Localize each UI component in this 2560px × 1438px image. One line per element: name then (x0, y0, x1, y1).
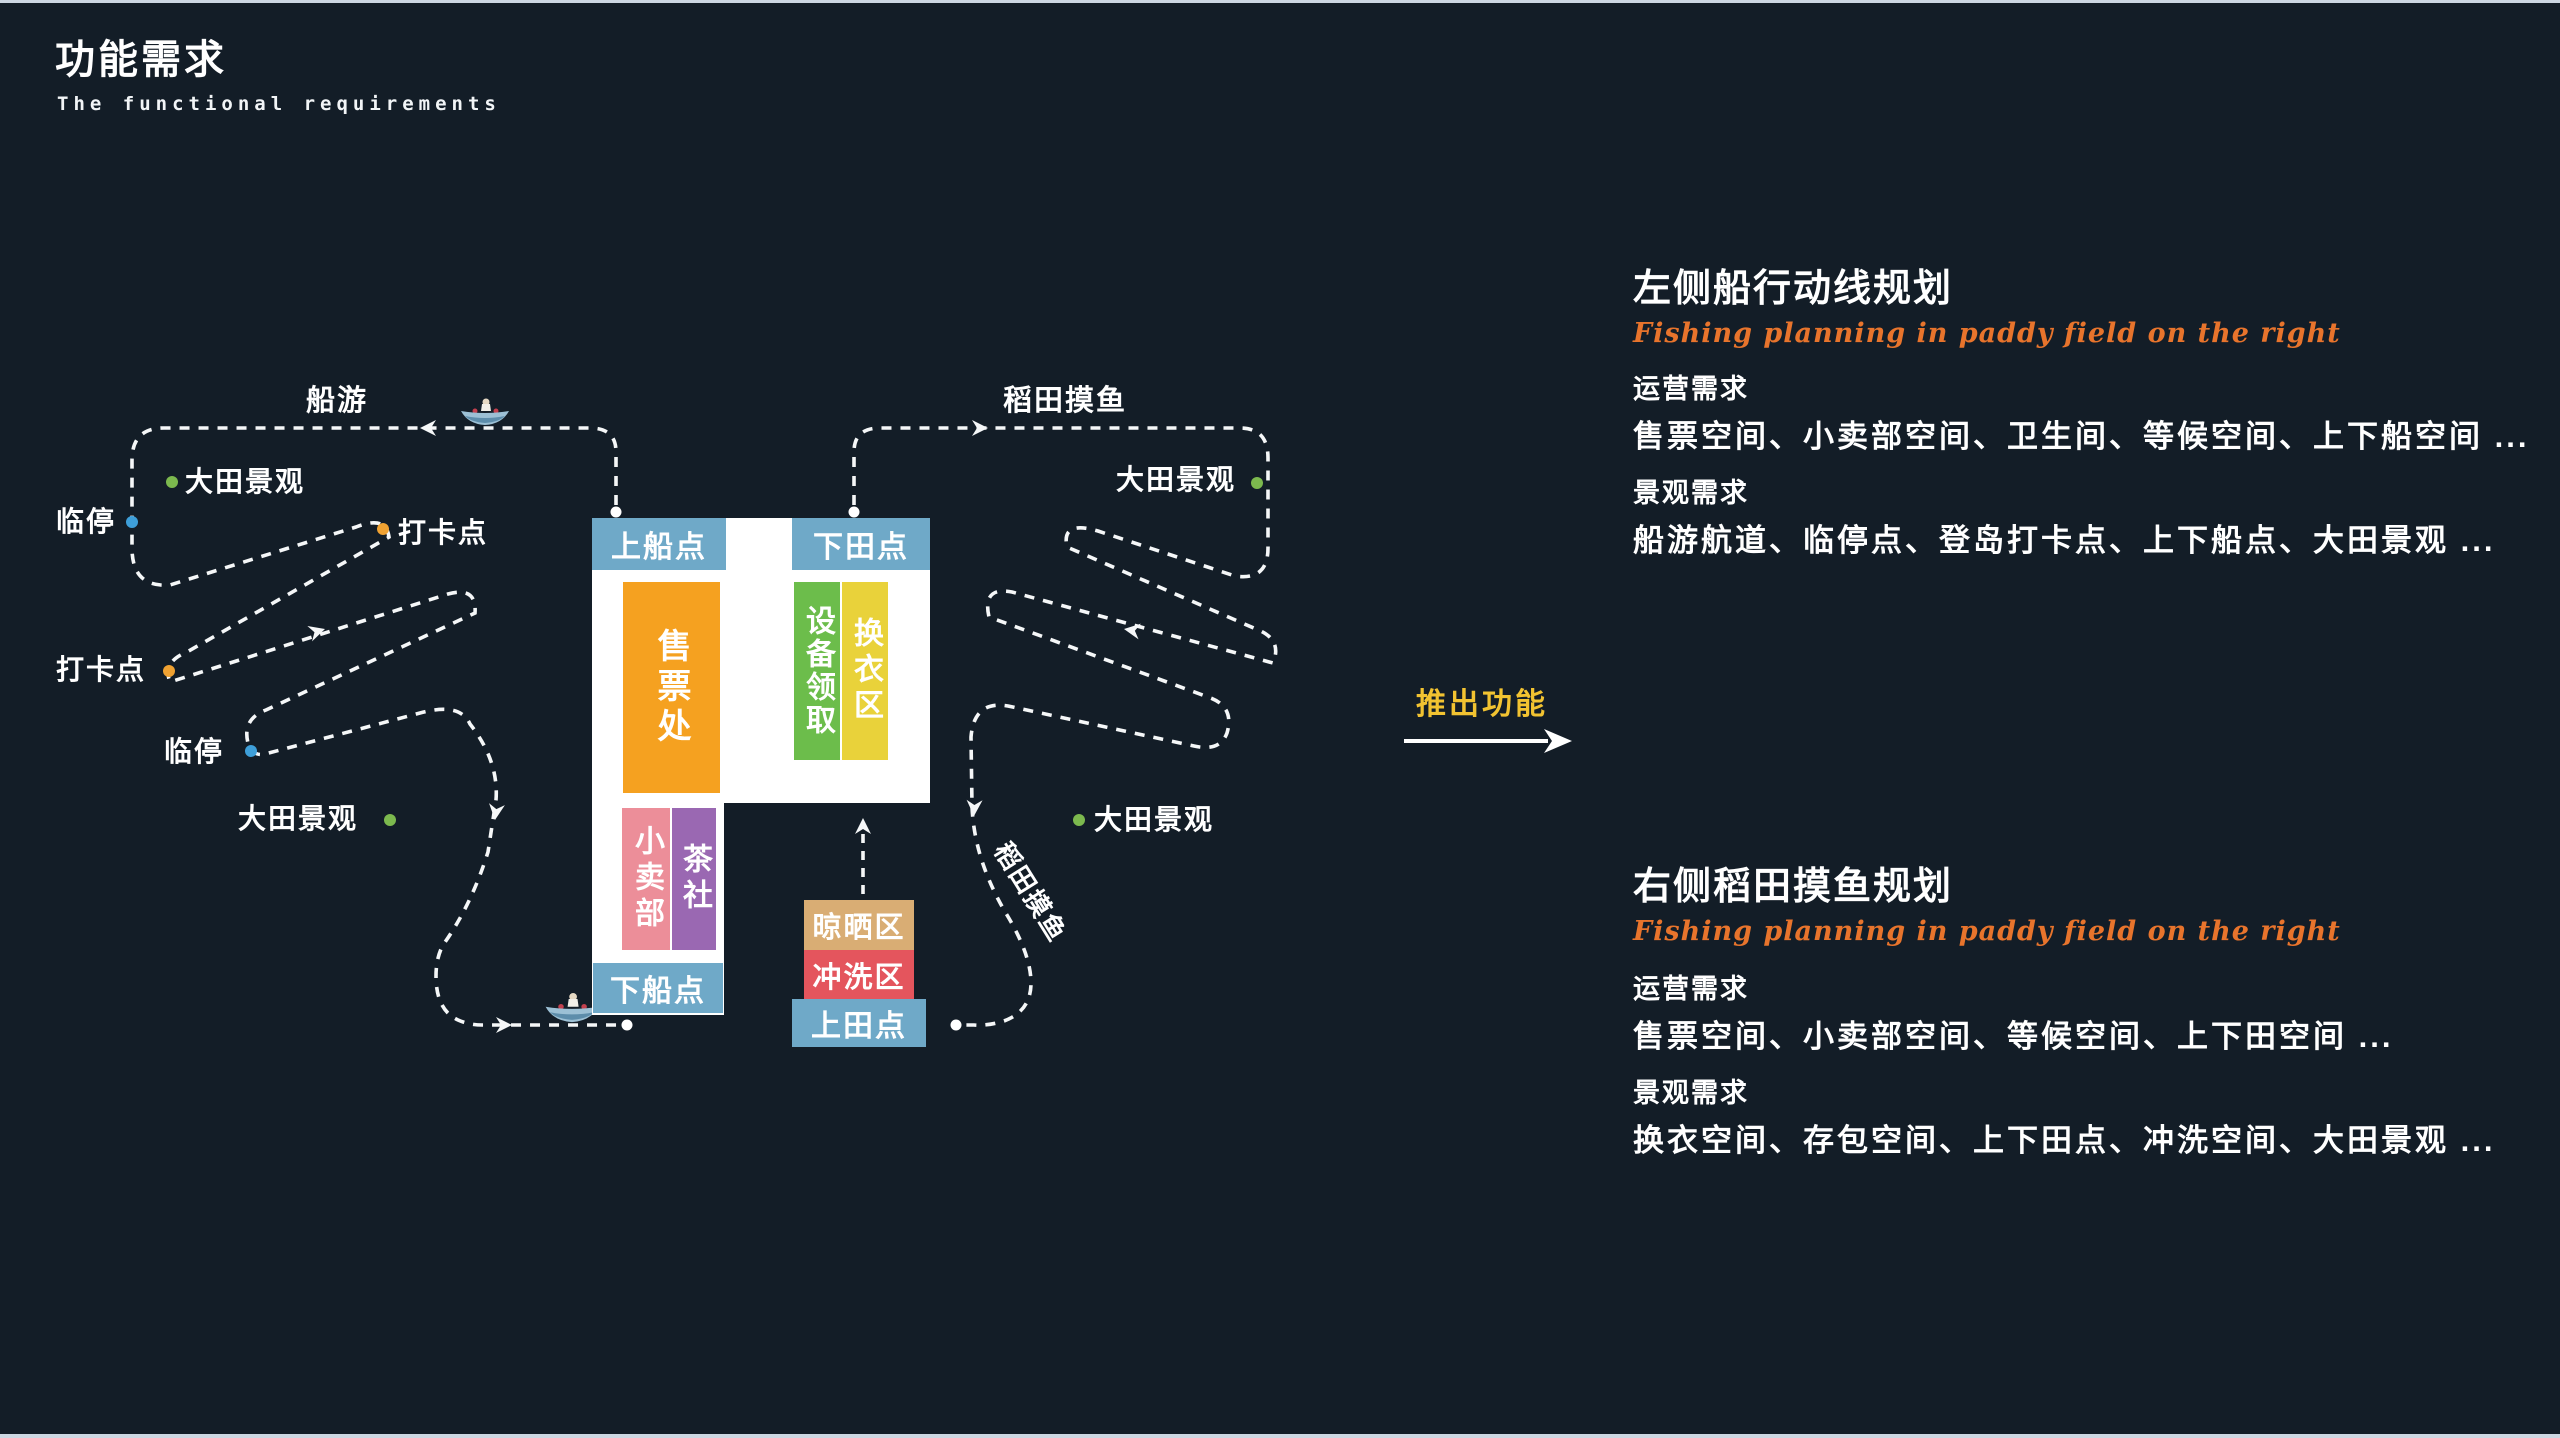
boat-route-path (130, 426, 620, 1027)
paddy-route-label: 稻田摸鱼 (1002, 385, 1127, 417)
temp-stop-label: 临停 (164, 736, 225, 767)
panel2-subtitle: Fishing planning in paddy field on the r… (1633, 916, 2341, 947)
arrow-down-icon (487, 803, 505, 821)
route-node-dot (621, 1019, 633, 1031)
deboard-point-block: 下船点 (593, 963, 723, 1013)
panel1-landscape-heading: 景观需求 (1633, 478, 1749, 508)
changing-area-block: 换衣区 (842, 582, 888, 760)
arrow-right-icon (496, 1017, 512, 1033)
arrow-ne-icon (307, 621, 328, 642)
panel1-title: 左侧船行动线规划 (1633, 268, 1954, 310)
ticket-office-block: 售票处 (623, 582, 720, 793)
checkin-label: 打卡点 (56, 654, 147, 685)
field-view-label: 大田景观 (238, 803, 359, 834)
field-view-label: 大田景观 (185, 466, 306, 497)
boat-route-label: 船游 (305, 385, 368, 417)
checkin-dot (377, 523, 389, 535)
temp-stop-label: 临停 (56, 506, 117, 537)
drying-area-block: 晾晒区 (804, 900, 914, 950)
route-node-dot (610, 506, 622, 518)
arrow-down-icon (966, 799, 983, 817)
field-view-dot (1073, 814, 1085, 826)
panel2-title: 右侧稻田摸鱼规划 (1633, 866, 1954, 908)
route-node-dot (848, 506, 860, 518)
equipment-pickup-block: 设备领取 (794, 582, 840, 760)
enter-field-point-block: 下田点 (792, 518, 930, 570)
paddy-route-label-rotated: 稻田摸鱼 (988, 836, 1074, 948)
panel2-ops-items: 售票空间、小卖部空间、等候空间、上下田空间 ... (1633, 1019, 2394, 1054)
field-view-label: 大田景观 (1116, 464, 1237, 495)
panel1-landscape-items: 船游航道、临停点、登岛打卡点、上下船点、大田景观 ... (1633, 523, 2496, 558)
temp-stop-dot (126, 516, 138, 528)
field-view-dot (384, 814, 396, 826)
arrow-up-icon (855, 818, 871, 834)
field-view-dot (166, 476, 178, 488)
route-node-dot (950, 1019, 962, 1031)
shop-block: 小卖部 (622, 808, 670, 950)
push-arrow-head-icon (1544, 729, 1572, 753)
panel2-landscape-items: 换衣空间、存包空间、上下田点、冲洗空间、大田景观 ... (1633, 1123, 2496, 1158)
boat-icon (545, 992, 599, 1023)
temp-stop-dot (245, 745, 257, 757)
page-subtitle: The functional requirements (57, 93, 501, 115)
exit-field-point-block: 上田点 (792, 999, 926, 1047)
field-view-dot (1251, 477, 1263, 489)
slide-top-edge (0, 0, 2560, 3)
arrow-left-icon (420, 420, 436, 436)
panel2-ops-heading: 运营需求 (1633, 974, 1749, 1004)
arrow-right-icon (972, 420, 988, 436)
panel1-ops-items: 售票空间、小卖部空间、卫生间、等候空间、上下船空间 ... (1633, 419, 2530, 454)
boat-icon (461, 398, 509, 425)
rinse-area-block: 冲洗区 (804, 950, 914, 999)
arrow-west-icon (1122, 621, 1142, 640)
page-title: 功能需求 (55, 38, 227, 82)
field-view-label: 大田景观 (1094, 804, 1215, 835)
panel2-landscape-heading: 景观需求 (1633, 1078, 1749, 1108)
panel1-subtitle: Fishing planning in paddy field on the r… (1633, 318, 2341, 349)
slide-bottom-edge (0, 1434, 2560, 1438)
tea-house-block: 茶社 (672, 808, 716, 950)
push-function-label: 推出功能 (1416, 688, 1548, 721)
panel1-ops-heading: 运营需求 (1633, 374, 1749, 404)
checkin-label: 打卡点 (398, 517, 489, 548)
board-point-block: 上船点 (592, 518, 726, 570)
checkin-dot (163, 665, 175, 677)
